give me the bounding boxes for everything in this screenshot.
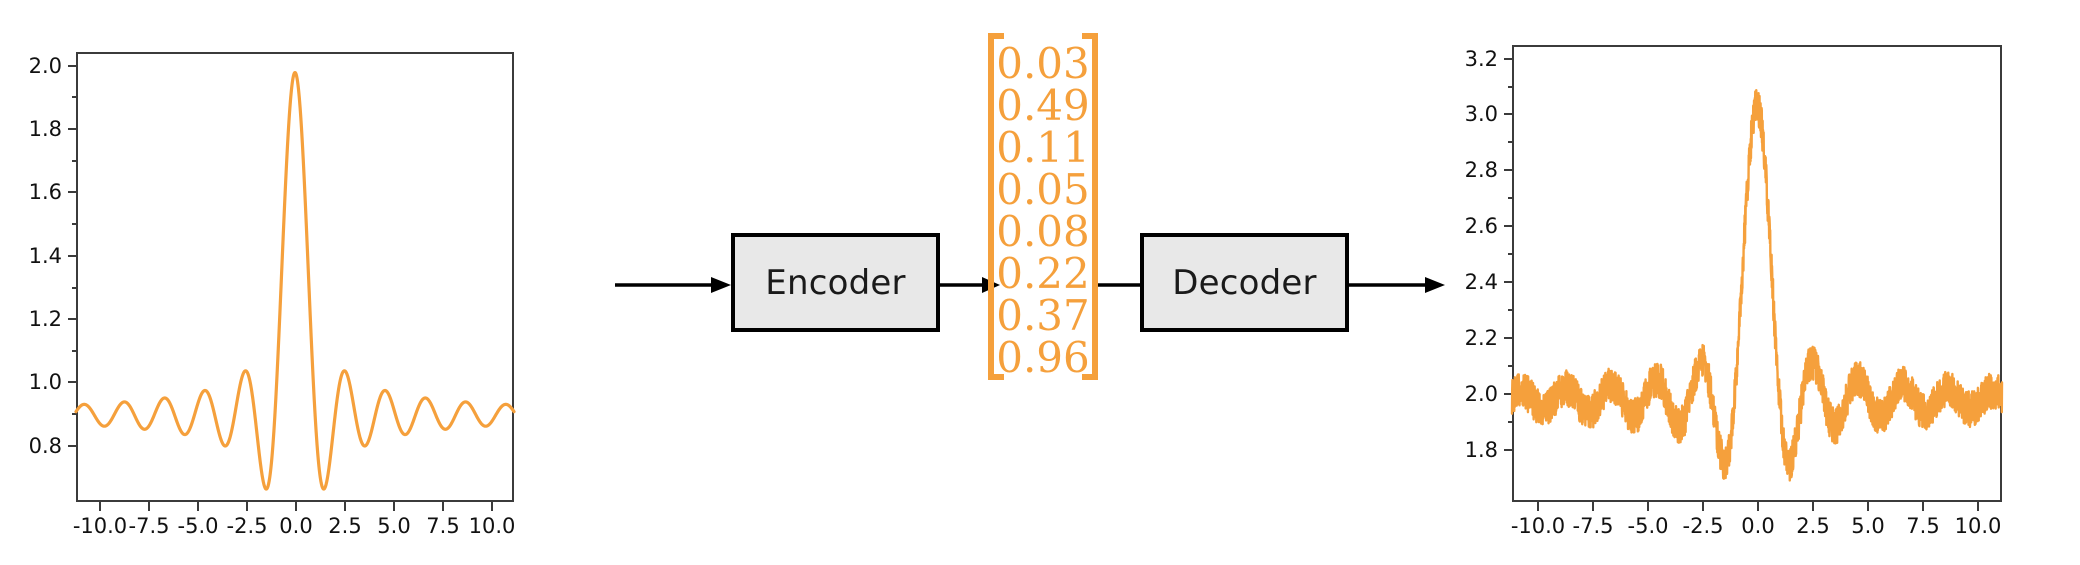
input-xtick-0.0: 0.0 xyxy=(279,514,313,538)
input-xtick-7.5: 7.5 xyxy=(426,514,460,538)
output-ytickmark-2.6 xyxy=(1504,225,1513,227)
latent-value-3: 0.05 xyxy=(996,165,1090,214)
input-ytickmark-minor-1 xyxy=(72,96,77,98)
input-ytickmark-minor-2 xyxy=(72,160,77,162)
input-ytick-0.8: 0.8 xyxy=(28,434,62,458)
output-xtick--7.5: -7.5 xyxy=(1572,514,1614,538)
input-xtickmark-5.0 xyxy=(393,502,395,511)
latent-bracket-left xyxy=(988,33,1006,380)
input-ytickmark-minor-5 xyxy=(72,350,77,352)
latent-values-column: 0.03 0.49 0.11 0.05 0.08 0.22 0.37 0.96 xyxy=(990,33,1096,380)
input-ytickmark-2.0 xyxy=(68,65,77,67)
input-xtick-10.0: 10.0 xyxy=(468,514,516,538)
input-xtickmark-0.0 xyxy=(295,502,297,511)
input-xtick-5.0: 5.0 xyxy=(377,514,411,538)
output-ytick-2.0: 2.0 xyxy=(1464,382,1498,406)
output-xtickmark--5.0 xyxy=(1647,502,1649,511)
output-ytickmark-2.0 xyxy=(1504,393,1513,395)
input-signal-panel: 2.0 1.8 1.6 1.4 1.2 1.0 0.8 xyxy=(0,0,560,565)
input-ytickmark-0.8 xyxy=(68,445,77,447)
output-xtick-7.5: 7.5 xyxy=(1906,514,1940,538)
input-ytick-1.2: 1.2 xyxy=(28,307,62,331)
latent-value-7: 0.96 xyxy=(996,333,1090,382)
input-xtickmark-10.0 xyxy=(491,502,493,511)
output-xtick-2.5: 2.5 xyxy=(1796,514,1830,538)
input-xtickmark--10.0 xyxy=(99,502,101,511)
arrow-decoder-to-output xyxy=(1349,277,1445,293)
output-ytick-2.2: 2.2 xyxy=(1464,326,1498,350)
output-xtickmark-0.0 xyxy=(1757,502,1759,511)
output-ytick-3.2: 3.2 xyxy=(1464,47,1498,71)
arrow-input-to-encoder xyxy=(615,277,731,293)
input-signal-curve xyxy=(74,70,516,491)
output-ytickmark-2.8 xyxy=(1504,169,1513,171)
output-xtick--10.0: -10.0 xyxy=(1510,514,1566,538)
output-ytickmark-minor-4 xyxy=(1508,253,1513,255)
input-ytick-1.0: 1.0 xyxy=(28,370,62,394)
output-ytickmark-minor-1 xyxy=(1508,86,1513,88)
output-xtickmark-5.0 xyxy=(1867,502,1869,511)
output-xtickmark--10.0 xyxy=(1537,502,1539,511)
output-ytickmark-2.4 xyxy=(1504,281,1513,283)
input-ytick-2.0: 2.0 xyxy=(28,54,62,78)
output-ytick-1.8: 1.8 xyxy=(1464,438,1498,462)
input-ytickmark-minor-3 xyxy=(72,223,77,225)
latent-vector: 0.03 0.49 0.11 0.05 0.08 0.22 0.37 0.96 xyxy=(988,33,1099,380)
input-ytickmark-minor-4 xyxy=(72,287,77,289)
input-ytick-1.4: 1.4 xyxy=(28,244,62,268)
input-ytickmark-1.4 xyxy=(68,255,77,257)
output-ytickmark-minor-6 xyxy=(1508,365,1513,367)
output-xtick-10.0: 10.0 xyxy=(1954,514,2002,538)
output-ytick-3.0: 3.0 xyxy=(1464,102,1498,126)
output-ytick-2.8: 2.8 xyxy=(1464,158,1498,182)
input-ytickmark-1.0 xyxy=(68,381,77,383)
input-xtickmark--7.5 xyxy=(148,502,150,511)
latent-value-2: 0.11 xyxy=(996,123,1090,172)
output-ytickmark-1.8 xyxy=(1504,449,1513,451)
output-xtickmark--2.5 xyxy=(1702,502,1704,511)
input-ytickmark-1.2 xyxy=(68,318,77,320)
output-xtickmark-2.5 xyxy=(1812,502,1814,511)
output-xtick--2.5: -2.5 xyxy=(1682,514,1724,538)
input-ytickmark-minor-6 xyxy=(72,413,77,415)
output-xtick--5.0: -5.0 xyxy=(1627,514,1669,538)
input-xtick--5.0: -5.0 xyxy=(177,514,219,538)
input-xtick-2.5: 2.5 xyxy=(328,514,362,538)
latent-value-0: 0.03 xyxy=(996,39,1090,88)
output-ytickmark-2.2 xyxy=(1504,337,1513,339)
latent-value-5: 0.22 xyxy=(996,249,1090,298)
output-ytickmark-3.2 xyxy=(1504,58,1513,60)
output-xtick-0.0: 0.0 xyxy=(1741,514,1775,538)
input-ytickmark-1.6 xyxy=(68,191,77,193)
output-xtickmark-7.5 xyxy=(1922,502,1924,511)
output-xtickmark--7.5 xyxy=(1592,502,1594,511)
output-xtick-5.0: 5.0 xyxy=(1851,514,1885,538)
output-ytick-2.4: 2.4 xyxy=(1464,270,1498,294)
input-ytick-1.8: 1.8 xyxy=(28,117,62,141)
output-ytickmark-3.0 xyxy=(1504,113,1513,115)
output-xtickmark-10.0 xyxy=(1977,502,1979,511)
latent-value-6: 0.37 xyxy=(996,291,1090,340)
reconstructed-signal-panel: 3.2 3.0 2.8 2.6 2.4 2.2 2.0 1.8 xyxy=(1440,0,2080,565)
latent-value-4: 0.08 xyxy=(996,207,1090,256)
output-ytickmark-minor-7 xyxy=(1508,421,1513,423)
output-ytickmark-minor-2 xyxy=(1508,141,1513,143)
input-xtick--7.5: -7.5 xyxy=(128,514,170,538)
output-ytickmark-minor-5 xyxy=(1508,309,1513,311)
latent-bracket-right xyxy=(1080,33,1099,380)
input-xtickmark-7.5 xyxy=(442,502,444,511)
input-ytick-1.6: 1.6 xyxy=(28,180,62,204)
input-xtickmark--2.5 xyxy=(246,502,248,511)
decoder-box[interactable]: Decoder xyxy=(1140,233,1349,332)
reconstructed-signal-curve xyxy=(1510,88,2004,482)
latent-value-1: 0.49 xyxy=(996,81,1090,130)
input-xtick--2.5: -2.5 xyxy=(226,514,268,538)
output-ytick-2.6: 2.6 xyxy=(1464,214,1498,238)
input-ytickmark-1.8 xyxy=(68,128,77,130)
output-ytickmark-minor-3 xyxy=(1508,197,1513,199)
input-xtickmark--5.0 xyxy=(197,502,199,511)
input-xtick--10.0: -10.0 xyxy=(72,514,128,538)
input-xtickmark-2.5 xyxy=(344,502,346,511)
encoder-box[interactable]: Encoder xyxy=(731,233,940,332)
